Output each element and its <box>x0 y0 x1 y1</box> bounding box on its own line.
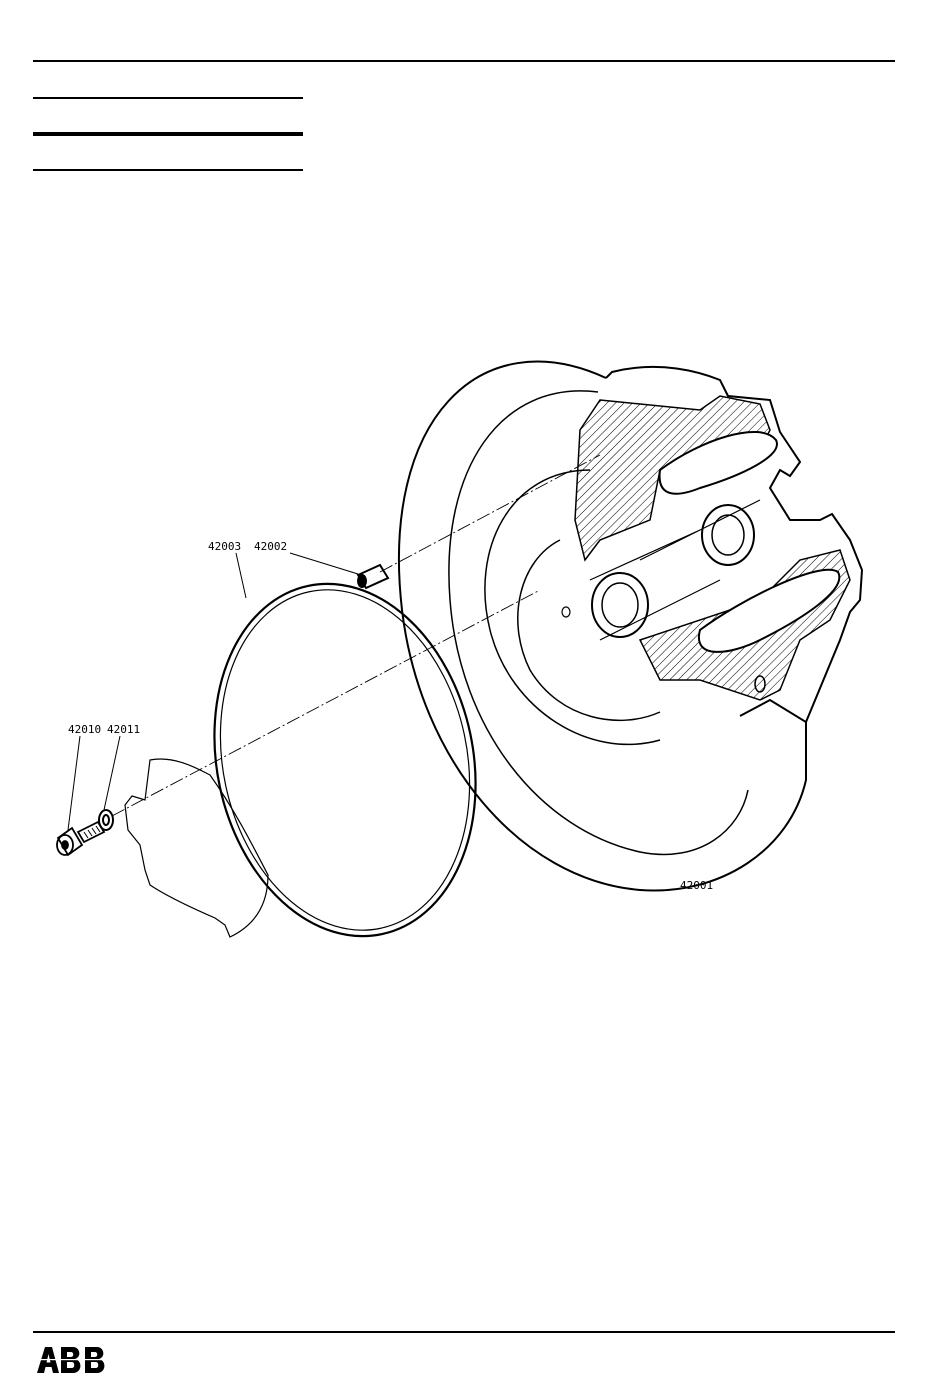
dowel-pin <box>358 565 388 588</box>
part-label-42011: 42011 <box>107 723 140 736</box>
part-label-42010: 42010 <box>68 723 101 736</box>
assembly-centerlines <box>112 455 600 816</box>
washer <box>99 810 113 830</box>
o-ring <box>183 559 507 960</box>
part-label-42003: 42003 <box>208 540 241 553</box>
cap-screw <box>57 822 104 855</box>
leader-lines <box>68 553 358 830</box>
abb-logo <box>35 1345 109 1375</box>
part-label-42002: 42002 <box>254 540 287 553</box>
bottom-rule <box>33 1331 895 1333</box>
cover-plate <box>125 759 268 937</box>
part-label-42001: 42001 <box>680 879 713 892</box>
